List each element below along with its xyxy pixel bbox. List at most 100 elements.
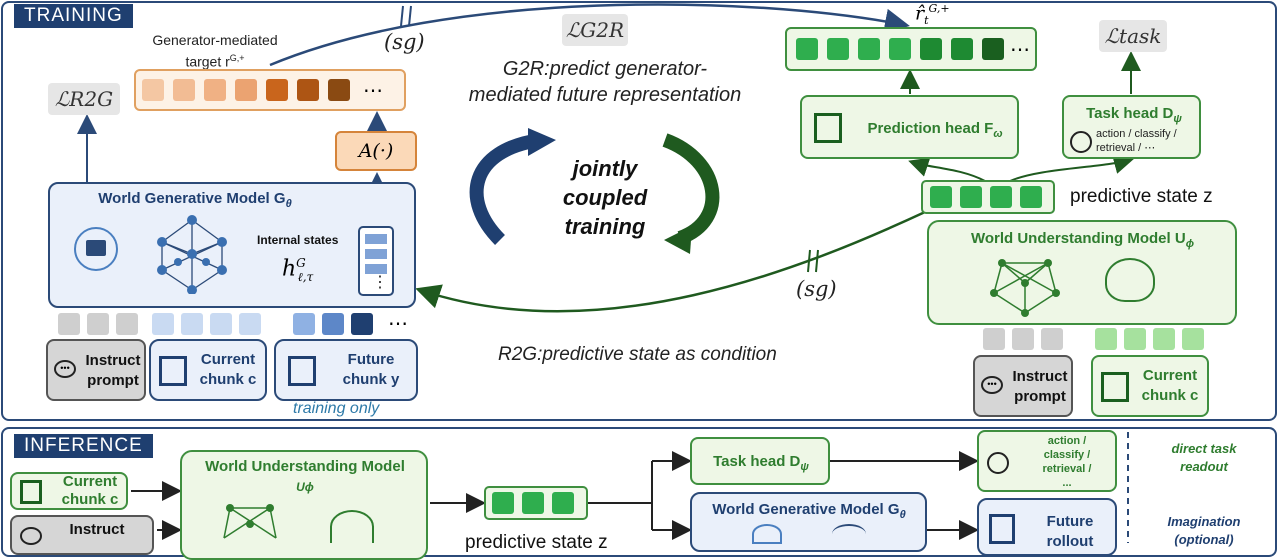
training-panel <box>1 1 1277 421</box>
target-token-bar <box>134 69 406 111</box>
brain-icon <box>330 510 374 543</box>
chunk-token-2 <box>181 313 203 335</box>
film-icon <box>1101 372 1129 402</box>
sg-bottom: (sg) <box>796 277 837 301</box>
pred-token-2 <box>827 38 849 60</box>
pred-token-7 <box>982 38 1004 60</box>
state-token-1 <box>930 186 952 208</box>
training-only-note: training only <box>293 400 380 417</box>
inf-state-token-1 <box>492 492 514 514</box>
chat-icon <box>20 527 42 545</box>
target-icon <box>1070 131 1092 153</box>
target-token-3 <box>204 79 226 101</box>
sg-top: (sg) <box>384 30 425 54</box>
brain-icon <box>1105 258 1155 302</box>
prompt-token-2 <box>87 313 109 335</box>
future-ellipsis: ⋯ <box>388 313 408 335</box>
video-gen-icon <box>74 227 118 271</box>
target-token-7 <box>328 79 350 101</box>
prompt-token-r-3 <box>1041 328 1063 350</box>
prompt-token-1 <box>58 313 80 335</box>
film-icon <box>989 514 1015 544</box>
inf-world-understanding-model <box>180 450 428 560</box>
pred-token-5 <box>920 38 942 60</box>
inf-world-generative-model: World Generative Model Gθ <box>690 492 927 552</box>
target-token-4 <box>235 79 257 101</box>
network-icon <box>990 253 1060 317</box>
state-token-3 <box>990 186 1012 208</box>
inf-task-head: Task head Dψ <box>690 437 830 485</box>
pred-ellipsis: ⋯ <box>1010 39 1030 61</box>
chunk-token-r-3 <box>1153 328 1175 350</box>
g2r-description: G2R:predict generator- mediated future r… <box>468 58 742 106</box>
task-head-box: Task head Dψ action / classify /retrieva… <box>1062 95 1201 159</box>
training-tag: TRAINING <box>14 4 133 28</box>
target-token-6 <box>297 79 319 101</box>
target-token-5 <box>266 79 288 101</box>
future-token-1 <box>293 313 315 335</box>
future-token-2 <box>322 313 344 335</box>
film-icon <box>288 356 316 386</box>
video-gen-icon <box>752 524 782 544</box>
wum-title: World Understanding Model Uϕ <box>970 230 1195 250</box>
r2g-curve <box>415 210 926 313</box>
target-token-1 <box>142 79 164 101</box>
state-token-2 <box>960 186 982 208</box>
film-icon <box>814 113 842 143</box>
inf-state-token-2 <box>522 492 544 514</box>
loss-r2g: ℒR2G <box>48 83 120 115</box>
network-icon <box>220 500 280 543</box>
chunk-token-4 <box>239 313 261 335</box>
g2r-stopgrad-curve <box>269 3 910 67</box>
inf-state-token-3 <box>552 492 574 514</box>
target-icon <box>987 452 1009 474</box>
wgm-title: World Generative Model Gθ <box>98 190 292 210</box>
inf-predictive-state-label: predictive state z <box>465 532 608 553</box>
pred-token-1 <box>796 38 818 60</box>
predictive-state-label: predictive state z <box>1070 186 1213 207</box>
pred-token-4 <box>889 38 911 60</box>
prediction-head-box: Prediction head Fω <box>800 95 1019 159</box>
inf-instruct-prompt: Instruct <box>10 515 154 555</box>
film-icon <box>159 356 187 386</box>
target-ellipsis: ⋯ <box>363 80 383 102</box>
inference-tag: INFERENCE <box>14 434 153 458</box>
future-token-3 <box>351 313 373 335</box>
loss-task: ℒtask <box>1099 20 1167 52</box>
internal-states-label: Internal states <box>257 233 339 247</box>
r2g-description: R2G:predictive state as condition <box>498 344 777 365</box>
loss-g2r: ℒG2R <box>562 14 628 46</box>
chunk-token-r-1 <box>1095 328 1117 350</box>
inf-task-output: action /classify /retrieval /... <box>977 430 1117 492</box>
target-token-2 <box>173 79 195 101</box>
chat-icon: ••• <box>981 376 1003 394</box>
chunk-token-r-2 <box>1124 328 1146 350</box>
chunk-token-3 <box>210 313 232 335</box>
film-icon <box>20 480 42 504</box>
world-understanding-model-box <box>927 220 1237 325</box>
jointly-coupled-label: jointly coupled training <box>562 156 648 239</box>
pred-token-6 <box>951 38 973 60</box>
network-icon <box>832 524 866 544</box>
chat-icon: ••• <box>54 360 76 378</box>
chunk-token-1 <box>152 313 174 335</box>
prompt-token-r-2 <box>1012 328 1034 350</box>
state-token-4 <box>1020 186 1042 208</box>
target-label: Generator-mediated target rG,+ <box>152 32 278 70</box>
hidden-state-symbol: hGℓ,τ <box>282 256 314 284</box>
rhat-label: r̂tG,+ <box>915 2 950 28</box>
prompt-token-3 <box>116 313 138 335</box>
aggregator-box: A(·) <box>335 131 417 171</box>
network-icon <box>152 214 232 294</box>
chunk-token-r-4 <box>1182 328 1204 350</box>
pred-token-3 <box>858 38 880 60</box>
internal-state-stack: ⋮ <box>358 226 394 296</box>
